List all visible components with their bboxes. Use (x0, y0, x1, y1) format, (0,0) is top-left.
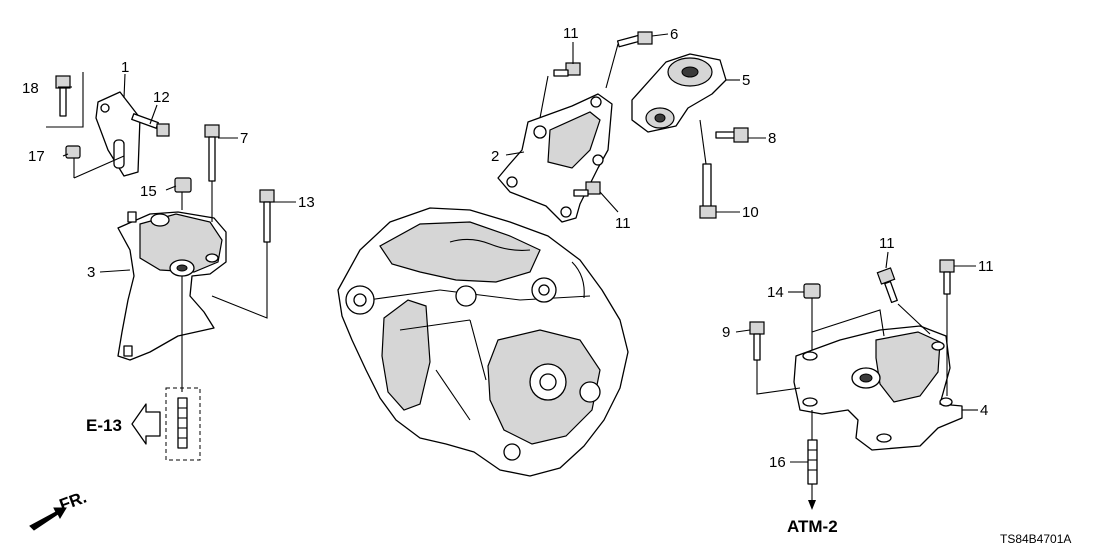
bolt-18 (55, 75, 71, 117)
torque-rod-5-part (631, 53, 727, 133)
callout-3: 3 (87, 264, 95, 281)
engine-assembly-part (337, 207, 629, 477)
front-arrow-icon (29, 507, 67, 531)
callout-4: 4 (980, 402, 988, 419)
nut-15 (174, 177, 192, 193)
callout-11-right-top: 11 (879, 235, 895, 252)
transmission-mount-4-part (793, 325, 963, 451)
callout-9: 9 (722, 324, 730, 341)
bolt-10 (699, 163, 717, 219)
bolt-6 (616, 31, 653, 48)
callout-18: 18 (22, 80, 39, 97)
callout-8: 8 (768, 130, 776, 147)
callout-1: 1 (121, 59, 129, 76)
stud-left (177, 397, 188, 449)
callout-12: 12 (153, 89, 170, 106)
callout-5: 5 (742, 72, 750, 89)
bracket-1-part (46, 72, 141, 177)
nut-17 (65, 145, 81, 159)
bolt-11-right-a (876, 267, 898, 304)
bolt-12 (131, 113, 170, 137)
bolt-11-upper (553, 62, 581, 77)
callout-11-middle: 11 (615, 215, 631, 232)
front-label: FR. (57, 488, 89, 515)
bracket-2-part (497, 93, 613, 223)
callout-15: 15 (140, 183, 157, 200)
engine-mount-3-part (117, 211, 227, 361)
callout-13: 13 (298, 194, 315, 211)
callout-2: 2 (491, 148, 499, 165)
ref-atm2-label: ATM-2 (787, 517, 838, 536)
callout-14: 14 (767, 284, 784, 301)
ref-arrow-e13 (131, 403, 161, 445)
bolt-11-right-b (939, 259, 955, 295)
bolt-13 (259, 189, 275, 243)
diagram-code: TS84B4701A (1000, 532, 1071, 546)
bolt-7 (204, 124, 220, 182)
callout-7: 7 (240, 130, 248, 147)
ref-e13-label: E-13 (86, 416, 122, 435)
callout-6: 6 (670, 26, 678, 43)
callout-11-right: 11 (978, 258, 994, 275)
callout-16: 16 (769, 454, 786, 471)
stud-right (807, 439, 818, 485)
bolt-11-middle (573, 181, 601, 197)
callout-17: 17 (28, 148, 45, 165)
callout-10: 10 (742, 204, 759, 221)
bolt-8 (715, 127, 749, 143)
callout-11-top: 11 (563, 25, 579, 42)
bolt-9 (749, 321, 765, 361)
nut-14 (803, 283, 821, 299)
